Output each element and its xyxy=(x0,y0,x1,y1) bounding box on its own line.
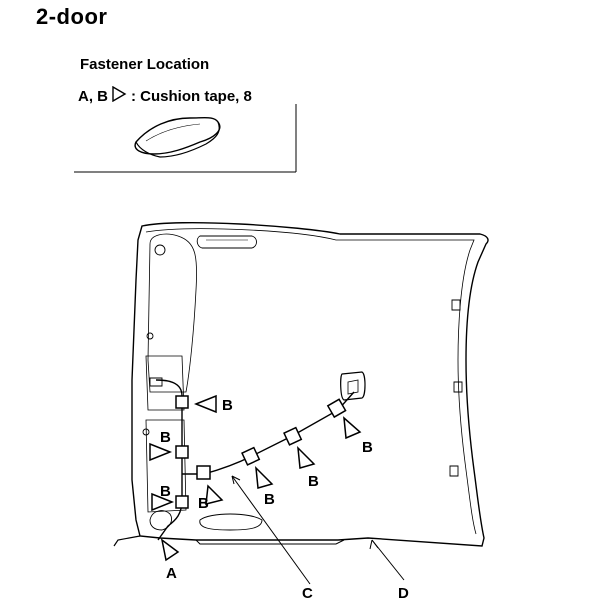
cushion-tape-markers xyxy=(149,394,362,562)
marker-triangle xyxy=(255,465,274,489)
leader-lines xyxy=(231,475,405,585)
label-b: B xyxy=(308,473,319,490)
fastener-location-heading: Fastener Location xyxy=(80,56,210,73)
clip-square xyxy=(175,445,189,459)
clip-square xyxy=(175,495,189,509)
clip-square xyxy=(241,446,261,466)
marker-triangle xyxy=(160,538,180,562)
label-b: B xyxy=(198,495,209,512)
legend-text: : Cushion tape, 8 xyxy=(131,87,252,105)
clip-square xyxy=(175,395,189,409)
marker-triangle xyxy=(193,394,217,414)
label-d: D xyxy=(398,585,409,602)
cushion-tape-icon xyxy=(134,116,221,158)
label-b: B xyxy=(160,483,171,500)
marker-triangle xyxy=(297,445,316,469)
page-title: 2-door xyxy=(36,4,108,29)
marker-triangle xyxy=(151,492,175,512)
clip-square xyxy=(196,465,211,480)
label-b: B xyxy=(264,491,275,508)
marker-triangle xyxy=(149,442,173,462)
marker-triangle xyxy=(343,416,362,440)
harness-clips xyxy=(175,395,347,509)
label-c: C xyxy=(302,585,313,602)
clip-holes xyxy=(142,244,463,477)
triangle-marker-icon xyxy=(111,85,127,106)
label-b: B xyxy=(222,397,233,414)
label-a: A xyxy=(166,565,177,582)
headliner-panel xyxy=(113,221,489,547)
marker-triangle xyxy=(205,484,224,505)
label-b: B xyxy=(362,439,373,456)
clip-square xyxy=(283,426,303,446)
legend-prefix: A, B xyxy=(78,87,108,105)
label-b: B xyxy=(160,429,171,446)
legend-cushion-tape: A, B : Cushion tape, 8 xyxy=(78,85,252,106)
clip-square xyxy=(326,398,347,419)
